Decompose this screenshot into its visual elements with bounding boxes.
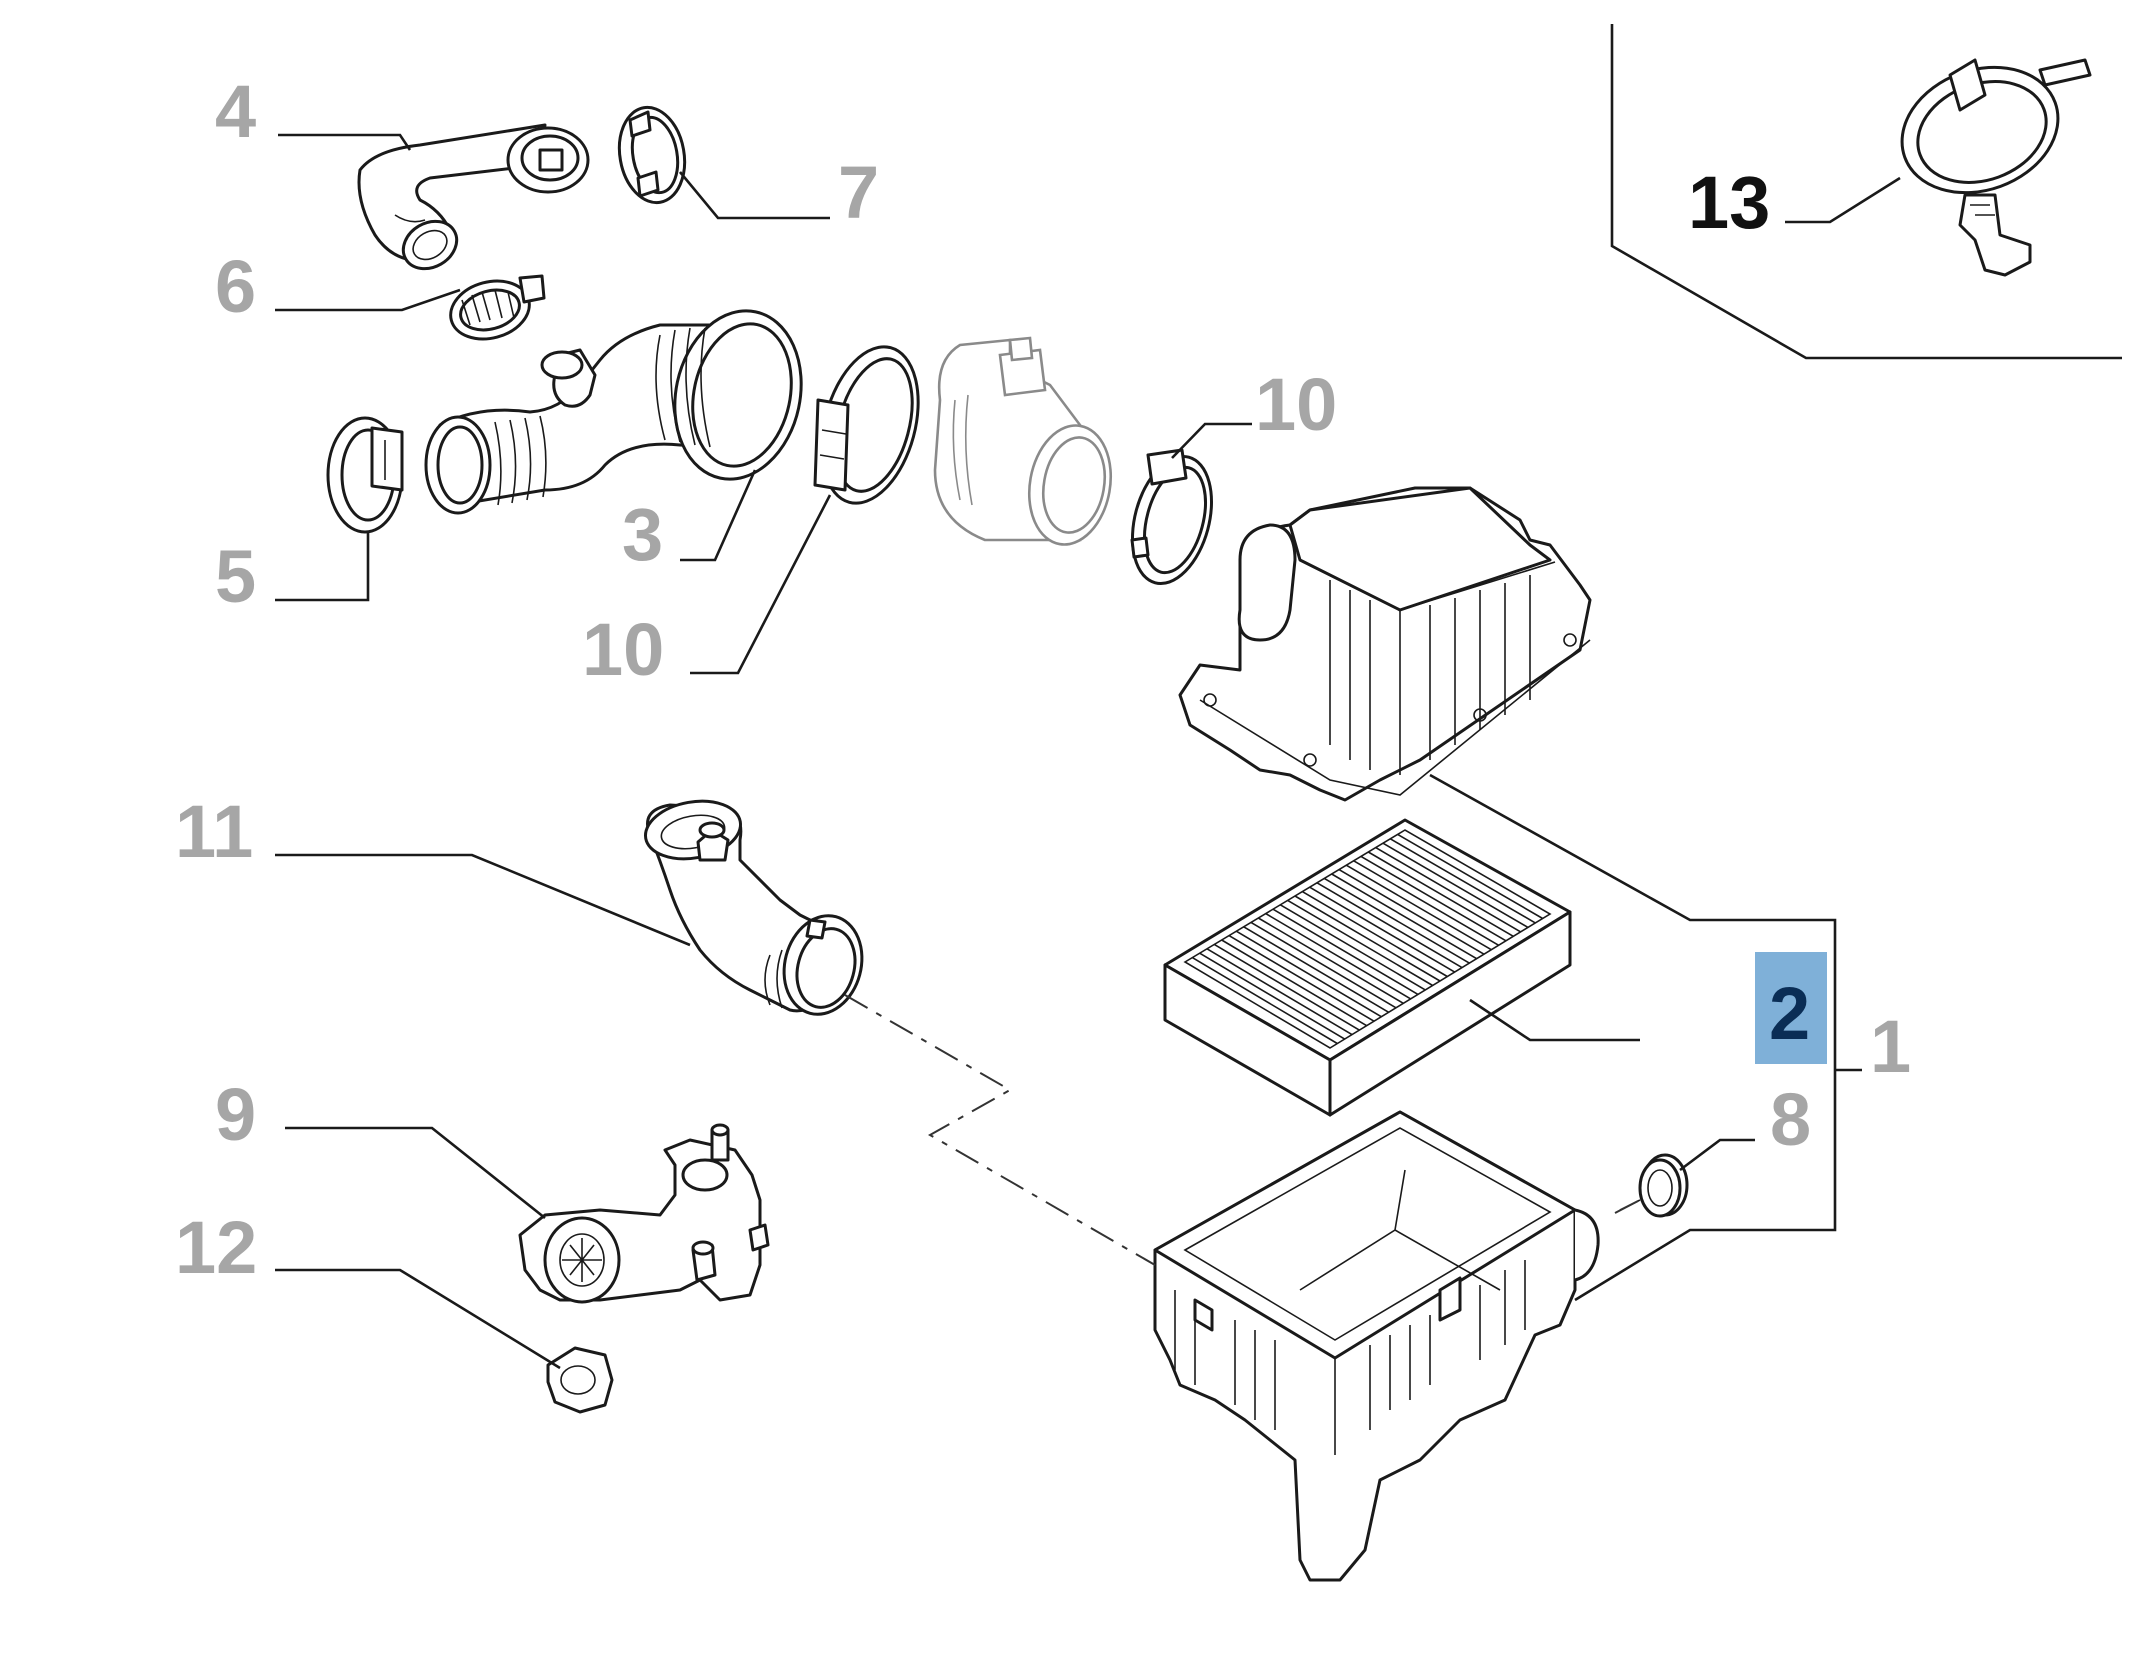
part-7-hose-clamp[interactable] — [612, 102, 692, 208]
callout-2: 2 — [1769, 972, 1810, 1055]
callout-7: 7 — [838, 151, 879, 234]
part-9-bracket[interactable] — [518, 1123, 770, 1304]
callout-8: 8 — [1770, 1078, 1811, 1161]
air-flow-meter[interactable] — [933, 336, 1120, 551]
part-13-strap-clamp[interactable] — [1884, 46, 2092, 277]
callout-10b: 10 — [582, 608, 664, 691]
part-3-intake-hose[interactable] — [424, 299, 816, 515]
callout-4: 4 — [215, 70, 256, 153]
callout-9: 9 — [215, 1073, 256, 1156]
inset-frame — [1610, 24, 2122, 360]
callout-5: 5 — [215, 535, 256, 618]
callout-10a: 10 — [1255, 363, 1337, 446]
part-1-airbox-cover[interactable] — [1178, 486, 1592, 802]
highlight-box — [1755, 952, 1827, 1064]
assembly-lines — [844, 994, 1641, 1266]
part-10-clamp-left[interactable] — [806, 336, 934, 514]
callout-6: 6 — [215, 245, 256, 328]
part-5-hose-clamp[interactable] — [326, 416, 404, 534]
part-4-elbow-hose[interactable] — [357, 123, 590, 278]
part-11-intake-duct[interactable] — [641, 794, 873, 1023]
callout-11: 11 — [175, 790, 253, 873]
callout-3: 3 — [622, 493, 663, 576]
callout-12: 12 — [175, 1206, 257, 1289]
callout-13: 13 — [1688, 161, 1770, 244]
callout-labels: 4 7 6 10 3 5 10 11 9 12 1 8 2 13 — [175, 70, 1911, 1289]
part-10-clamp-right[interactable] — [1119, 448, 1224, 593]
part-2-air-filter[interactable] — [1163, 818, 1572, 1117]
leader-lines — [275, 133, 1901, 1370]
part-12-nut[interactable] — [546, 1346, 614, 1414]
part-6-hose-clamp[interactable] — [444, 273, 546, 348]
part-1-airbox-lower[interactable] — [1153, 1110, 1600, 1582]
callout-1: 1 — [1870, 1005, 1911, 1088]
part-8-grommet[interactable] — [1619, 1153, 1689, 1218]
